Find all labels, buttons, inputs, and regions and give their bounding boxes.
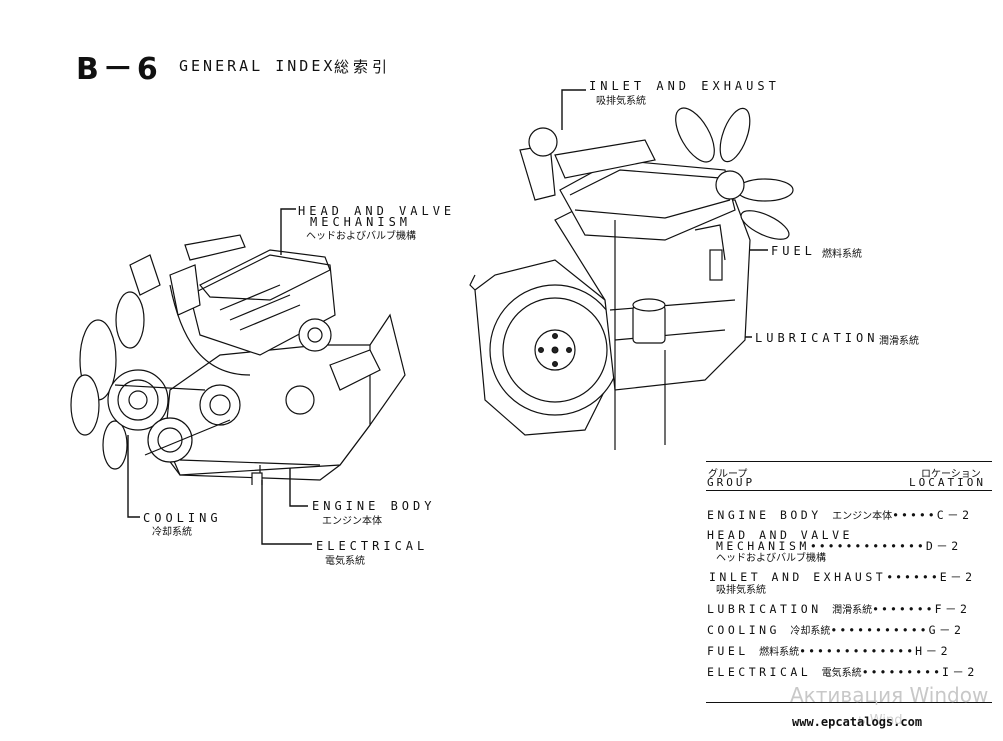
table-row: FUEL 燃料系統•••••••••••••H－2 (707, 643, 951, 659)
callout-engine-body-jp: エンジン本体 (322, 516, 382, 527)
row-jp: 潤滑系統 (832, 605, 873, 616)
table-row: INLET AND EXHAUST••••••E－2 (709, 569, 976, 585)
row-jp: 電気系統 (821, 668, 862, 679)
table-row-jp: ヘッドおよびバルブ機構 (716, 553, 826, 564)
callout-cooling-jp: 冷却系統 (152, 527, 192, 538)
table-rule-top (706, 461, 992, 462)
row-location: C－2 (936, 508, 973, 522)
table-rule-mid (706, 490, 992, 491)
row-name: INLET AND EXHAUST (709, 570, 887, 584)
callout-head-valve-line1: HEAD AND VALVE (298, 204, 456, 218)
callout-cooling: COOLING (143, 511, 222, 525)
row-location: H－2 (915, 644, 952, 658)
row-dots: ••••••••••••• (799, 644, 916, 658)
callout-lubrication-jp: 潤滑系統 (879, 336, 919, 347)
callout-electrical: ELECTRICAL (316, 539, 429, 553)
callout-head-valve-jp: ヘッドおよびバルブ機構 (306, 231, 416, 242)
row-name-line2: MECHANISM (716, 539, 810, 553)
table-row: COOLING 冷却系統•••••••••••G－2 (707, 622, 964, 638)
site-url[interactable]: www.epcatalogs.com (792, 715, 923, 729)
row-dots: ••••••••••••• (809, 539, 926, 553)
row-dots: ••••••• (872, 602, 935, 616)
row-name: COOLING (707, 623, 780, 637)
callout-fuel-jp: 燃料系統 (822, 249, 862, 260)
callout-inlet-exhaust: INLET AND EXHAUST (589, 79, 780, 93)
page-title: GENERAL INDEX (179, 57, 336, 75)
table-row: ELECTRICAL 電気系統•••••••••I－2 (707, 664, 978, 680)
callout-inlet-exhaust-jp: 吸排気系統 (596, 96, 646, 107)
row-dots: ••••• (892, 508, 937, 522)
row-dots: •••••• (886, 570, 940, 584)
activation-watermark-line2: ь Wind (858, 713, 903, 728)
row-dots: ••••••••••• (830, 623, 929, 637)
row-jp: エンジン本体 (832, 511, 893, 522)
callout-lubrication: LUBRICATION (755, 331, 879, 345)
row-location: E－2 (939, 570, 976, 584)
engine-illustration-rear (469, 107, 794, 450)
table-row: MECHANISM•••••••••••••D－2 (716, 538, 962, 554)
callout-engine-body: ENGINE BODY (312, 499, 436, 513)
table-row-name-line1: HEAD AND VALVE (707, 528, 853, 542)
table-header-group: GROUP (707, 476, 756, 489)
row-name: LUBRICATION (707, 602, 822, 616)
row-name: FUEL (707, 644, 749, 658)
row-jp: 燃料系統 (759, 647, 800, 658)
row-location: F－2 (934, 602, 971, 616)
activation-watermark: Активация Window (790, 683, 989, 707)
page-code: B－6 (76, 52, 162, 87)
table-header-group-jp: グループ (708, 469, 748, 480)
row-jp: 冷却系統 (790, 626, 831, 637)
row-location: G－2 (928, 623, 965, 637)
callout-fuel: FUEL (771, 244, 816, 258)
table-row-jp: 吸排気系統 (716, 585, 766, 596)
table-header-location-jp: ロケーション (921, 469, 981, 480)
table-header-location: LOCATION (909, 476, 986, 489)
engine-illustration-front (70, 234, 406, 485)
callout-electrical-jp: 電気系統 (325, 556, 365, 567)
row-location: D－2 (925, 539, 962, 553)
table-rule-bottom (706, 702, 992, 703)
row-location: I－2 (942, 665, 978, 679)
row-name: ELECTRICAL (707, 665, 812, 679)
page-title-jp: 総索引 (334, 58, 392, 76)
table-row: LUBRICATION 潤滑系統•••••••F－2 (707, 601, 970, 617)
table-row: ENGINE BODY エンジン本体•••••C－2 (707, 507, 973, 523)
row-dots: ••••••••• (861, 665, 942, 679)
callout-head-valve-line2: MECHANISM (310, 215, 412, 229)
row-name: ENGINE BODY (707, 508, 822, 522)
